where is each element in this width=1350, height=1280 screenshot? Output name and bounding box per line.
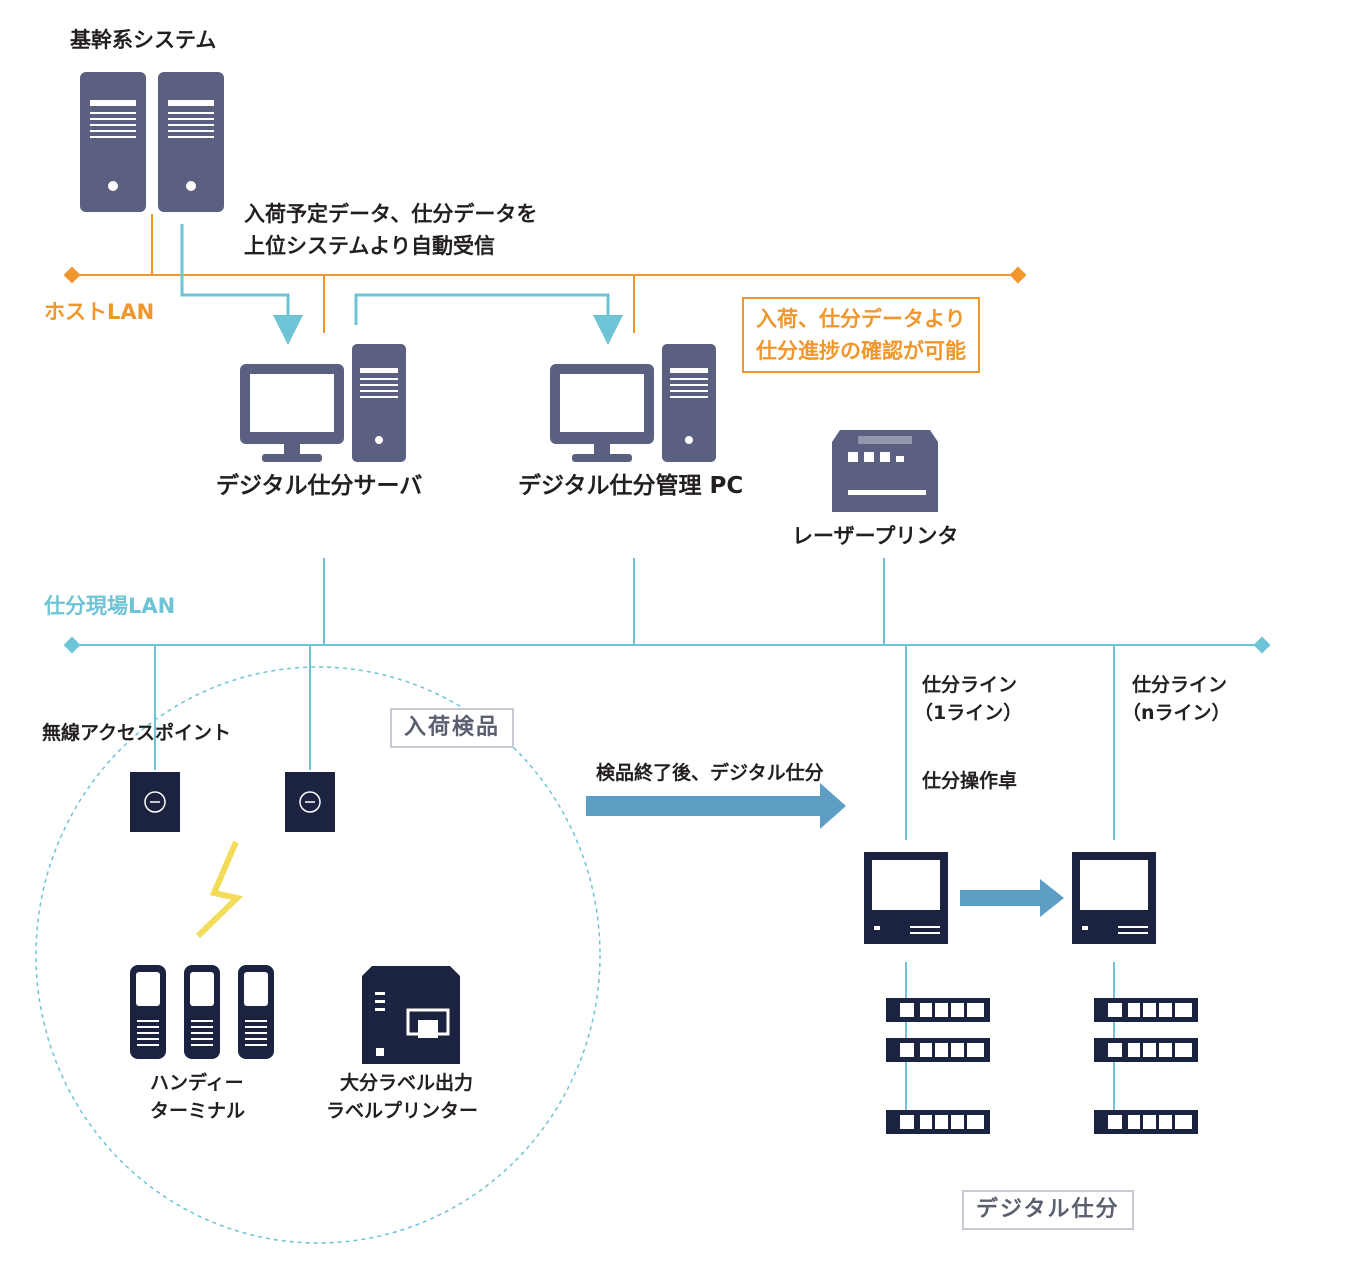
host-data-note-line1: 入荷予定データ、仕分データを [244, 202, 538, 226]
progress-note-line2: 仕分進捗の確認が可能 [756, 339, 966, 363]
label-printer-label-line2: ラベルプリンター [326, 1100, 479, 1122]
picking-display-icon [886, 998, 990, 1022]
handy-label-line1: ハンディー [150, 1072, 244, 1094]
core-system-title: 基幹系システム [70, 28, 217, 52]
host-lan-line [63, 214, 1027, 333]
handy-terminal-icon [184, 965, 220, 1059]
management-pc-label: デジタル仕分管理 PC [518, 473, 744, 499]
label-printer-icon [362, 966, 460, 1064]
site-lan-line [63, 558, 1271, 840]
sort-console-icon [1072, 852, 1156, 944]
sort-server-icon [240, 344, 406, 462]
access-point-icon [285, 772, 335, 832]
line-n-label-line1: 仕分ライン [1132, 674, 1228, 696]
picking-display-icon [1094, 1038, 1198, 1062]
line-to-line-arrow [960, 879, 1064, 917]
laser-printer-label: レーザープリンタ [792, 524, 959, 548]
line1-label-line2: （1ライン） [914, 702, 1023, 724]
digital-sort-badge: デジタル仕分 [962, 1190, 1134, 1230]
access-point-icon [130, 772, 180, 832]
flow-label: 検品終了後、デジタル仕分 [596, 762, 824, 784]
laser-printer-icon [832, 430, 938, 512]
inspection-badge: 入荷検品 [390, 708, 515, 748]
picking-display-icon [1094, 1110, 1198, 1134]
progress-note-box: 入荷、仕分データより 仕分進捗の確認が可能 [742, 297, 980, 373]
access-point-label: 無線アクセスポイント [42, 722, 232, 744]
host-data-note-line2: 上位システムより自動受信 [244, 234, 495, 258]
wireless-bolt-icon [195, 840, 244, 939]
data-flow-paths [180, 224, 623, 345]
picking-display-icon [886, 1110, 990, 1134]
handy-terminals [130, 965, 274, 1059]
host-servers [80, 72, 224, 212]
site-lan-label: 仕分現場LAN [44, 594, 176, 618]
progress-note-line1: 入荷、仕分データより [756, 307, 966, 331]
picking-display-icon [1094, 998, 1198, 1022]
handy-label-line2: ターミナル [150, 1100, 246, 1122]
handy-terminal-icon [130, 965, 166, 1059]
line-n-label-line2: （nライン） [1122, 702, 1231, 724]
management-pc-icon [550, 344, 716, 462]
flow-arrow [586, 783, 846, 829]
sort-server-label: デジタル仕分サーバ [216, 473, 423, 499]
console-label: 仕分操作卓 [922, 770, 1018, 792]
server-icon [80, 72, 146, 212]
line1-label-line1: 仕分ライン [922, 674, 1018, 696]
host-lan-label: ホストLAN [44, 300, 155, 324]
inspection-area [35, 666, 601, 1244]
handy-terminal-icon [238, 965, 274, 1059]
label-printer-label-line1: 大分ラベル出力 [340, 1072, 474, 1094]
sort-console-icon [864, 852, 948, 944]
picking-display-icon [886, 1038, 990, 1062]
server-icon [158, 72, 224, 212]
